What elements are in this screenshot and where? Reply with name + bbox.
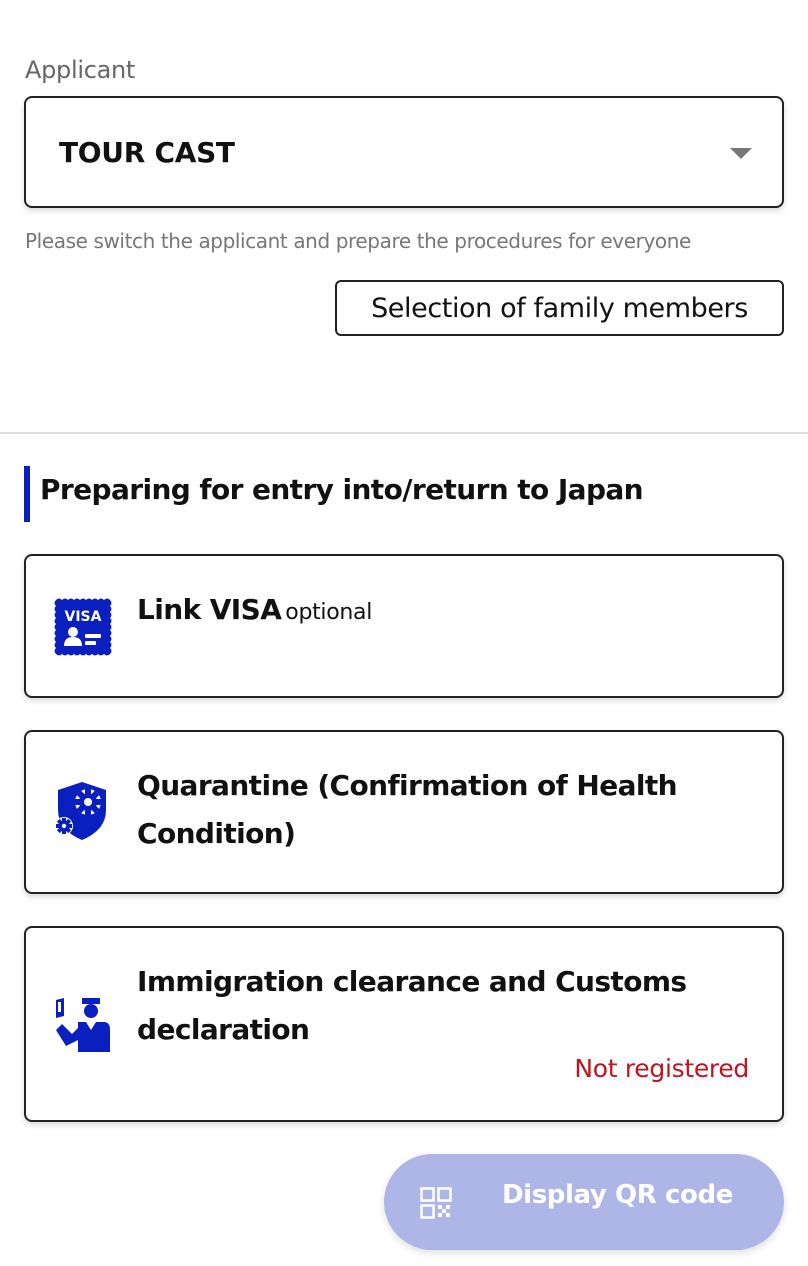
immigration-title: Immigration clearance and Customs declar… [137,965,687,1046]
quarantine-title: Quarantine (Confirmation of Health Condi… [137,769,678,850]
immigration-customs-card[interactable]: Immigration clearance and Customs declar… [24,926,784,1122]
quarantine-card[interactable]: Quarantine (Confirmation of Health Condi… [24,730,784,894]
qr-code-icon [420,1187,452,1222]
applicant-label: Applicant [25,56,136,84]
visa-icon: VISA [52,596,114,662]
applicant-helper-text: Please switch the applicant and prepare … [25,229,691,253]
section-accent-bar [24,466,30,522]
svg-text:VISA: VISA [65,609,102,625]
link-visa-title-text: Link VISA [137,593,282,626]
registration-status: Not registered [574,1054,749,1083]
section-title: Preparing for entry into/return to Japan [40,473,644,506]
qr-button-label: Display QR code [502,1180,733,1210]
optional-tag: optional [285,600,373,625]
section-divider [0,432,808,434]
applicant-dropdown[interactable]: TOUR CAST [24,96,784,208]
quarantine-shield-gear-icon [52,780,114,846]
display-qr-code-button[interactable]: Display QR code [384,1154,784,1250]
family-members-button[interactable]: Selection of family members [335,280,784,336]
caret-down-icon [730,148,752,159]
applicant-selected-value: TOUR CAST [59,135,235,169]
immigration-officer-icon [52,996,114,1060]
